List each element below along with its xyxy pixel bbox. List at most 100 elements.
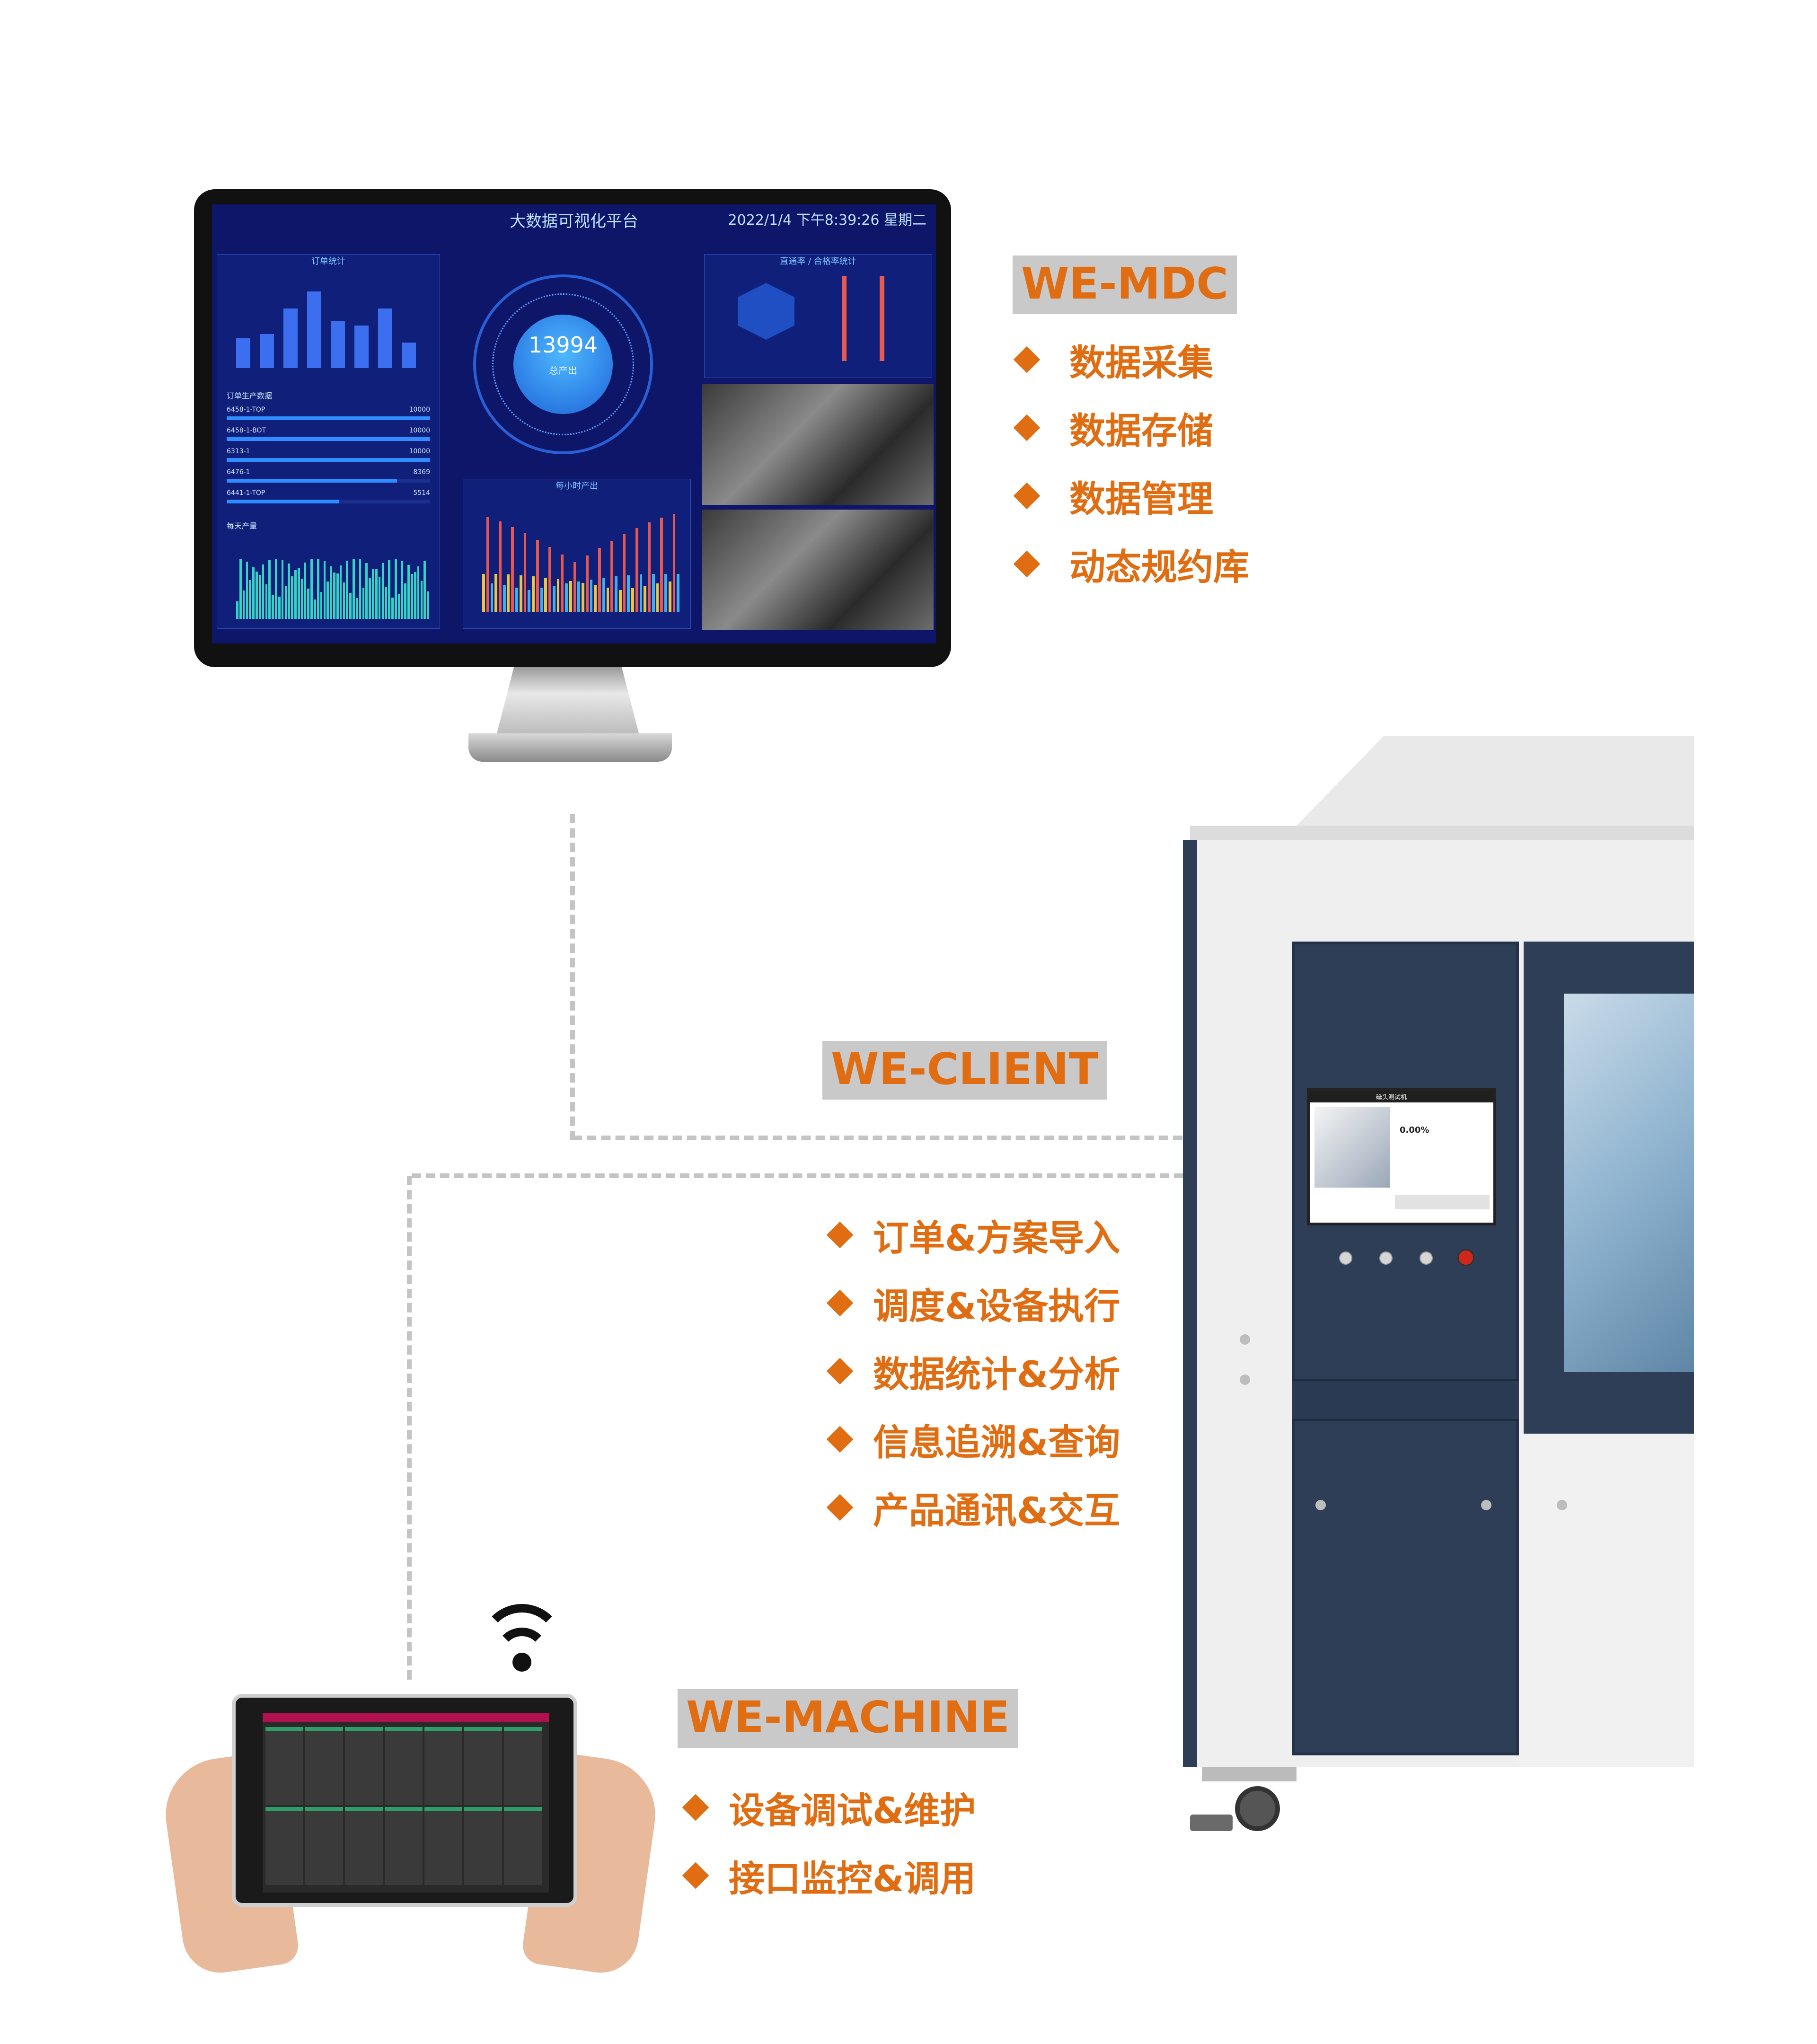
chart-bar [423,561,426,619]
device-card[interactable] [265,1807,303,1885]
chart-bar [394,558,397,619]
order-value: 5514 [413,489,430,497]
chart-bar [511,527,514,612]
we-mdc-item: 数据存储 [1013,409,1249,452]
chart-bar [668,581,671,612]
order-row: 6441-1-TOP 5514 [227,489,430,508]
chart-bar [639,574,643,612]
chart-bar [577,581,580,612]
machine-knob[interactable] [1379,1251,1393,1265]
chart-bar [656,583,659,612]
chart-bar [378,577,381,619]
connector-line-machine [407,1176,412,1680]
hmi-button-row[interactable] [1395,1195,1490,1209]
machine-bolt [1481,1500,1491,1510]
machine-bolt [1240,1374,1250,1385]
we-mdc-tag: WE-MDC [1013,256,1237,314]
machine-roof-trim [1190,826,1694,840]
order-progress-track [227,458,430,462]
chart-bar [283,308,298,368]
machine-drawer [1292,1379,1519,1421]
chart-bar [281,560,284,619]
device-card[interactable] [345,1807,383,1885]
device-card[interactable] [345,1727,383,1805]
device-card[interactable] [305,1807,343,1885]
chart-bar [288,564,291,619]
total-output-ring-inner [513,315,613,414]
chart-bar [552,585,556,612]
chart-bar [236,601,238,619]
chart-bar [499,521,502,612]
bullet-diamond-icon [826,1426,854,1453]
chart-bar [565,583,568,612]
chart-bar [294,570,297,619]
bullet-diamond-icon [826,1494,854,1521]
device-card[interactable] [424,1727,462,1805]
hourly-output-panel: 每小时产出 [463,479,691,629]
chart-bar [369,577,371,619]
hmi-touchscreen[interactable]: 磁头测试机 0.00% [1307,1088,1496,1225]
device-card[interactable] [464,1727,502,1805]
device-card[interactable] [504,1807,542,1885]
device-card[interactable] [385,1807,423,1885]
chart-bar [297,568,300,619]
machine-knob[interactable] [1420,1251,1433,1265]
machine-bolt [1315,1500,1326,1510]
chart-bar [272,595,274,619]
order-progress-fill [227,458,430,462]
chart-bar [411,573,413,619]
chart-bar [677,573,679,612]
chart-bar [355,598,358,619]
chart-bar [381,563,384,619]
chart-bar [594,585,597,612]
machine-knob[interactable] [1339,1251,1352,1265]
chart-bar [354,326,369,368]
chart-bar [540,588,543,612]
chart-bar [353,558,355,619]
chart-bar [268,560,271,619]
we-client-list: 订单&方案导入 调度&设备执行 数据统计&分析 信息追溯&查询 产品通讯&交互 [826,1216,1120,1532]
total-output-ring-outer [473,274,653,454]
chart-bar [532,576,535,612]
order-name: 6441-1-TOP [227,489,265,497]
chart-bar [503,585,506,612]
chart-bar [336,573,339,619]
chart-bar [427,591,429,619]
chart-bar [375,569,378,619]
order-progress-track [227,479,430,483]
bullet-diamond-icon [682,1794,709,1821]
chart-bar [362,587,365,619]
bullet-diamond-icon [682,1862,709,1889]
chart-bar [648,522,651,612]
order-progress-fill [227,500,339,503]
device-card[interactable] [305,1727,343,1805]
device-card[interactable] [265,1727,303,1805]
we-machine-list: 设备调试&维护 接口监控&调用 [682,1788,976,1900]
tablet-screen[interactable] [263,1713,549,1893]
device-card[interactable] [464,1807,502,1885]
chart-bar [490,583,494,612]
emergency-stop-button[interactable] [1457,1249,1474,1266]
chart-bar [627,575,630,612]
device-card[interactable] [424,1807,462,1885]
chart-bar [573,562,576,612]
chart-bar [652,573,655,612]
bullet-diamond-icon [826,1357,854,1385]
order-production-header: 订单生产数据 [227,391,273,400]
we-client-item: 调度&设备执行 [826,1284,1120,1327]
connector-line-mdc [570,814,575,1140]
chart-bar [331,321,345,368]
chart-bar [569,581,572,612]
hmi-title-bar: 磁头测试机 [1310,1091,1493,1102]
chart-bar [307,588,310,619]
device-card[interactable] [385,1727,423,1805]
device-card[interactable] [504,1727,542,1805]
camera-feed-1 [702,384,934,505]
chart-bar [561,555,564,612]
monitor-stand-neck [497,667,639,733]
chart-bar [310,559,313,619]
we-client-title: WE-CLIENT [831,1044,1099,1094]
chart-bar [482,573,485,612]
